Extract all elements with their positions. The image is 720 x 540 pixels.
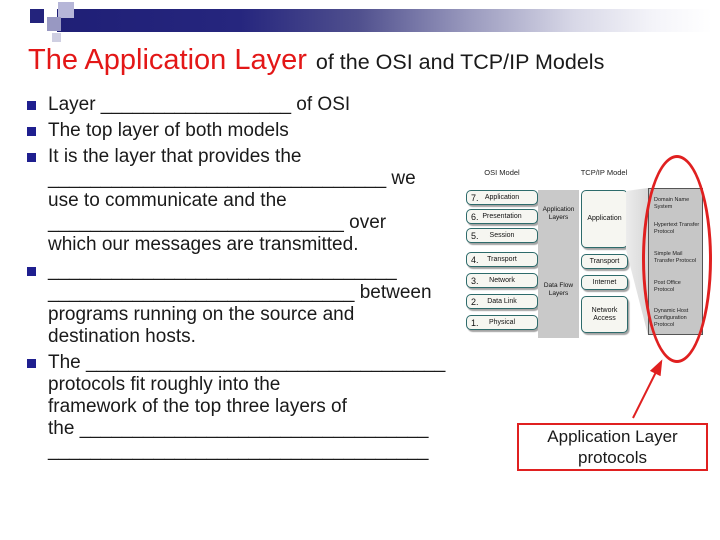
bullet-item-1: Layer __________________ of OSI	[27, 94, 463, 116]
osi-layer-physical: 1. Physical	[466, 315, 538, 330]
bullet-line: It is the layer that provides the	[48, 146, 302, 167]
bullet-line: destination hosts.	[48, 326, 196, 347]
bullet-square-icon	[27, 101, 36, 110]
callout-line-2: protocols	[578, 448, 647, 467]
layer-name: Network	[489, 277, 515, 284]
bullet-line: programs running on the source and	[48, 304, 355, 325]
layer-groups-column: Application Layers Data Flow Layers	[538, 190, 579, 338]
layer-name: Session	[489, 232, 515, 239]
application-layer-protocols-callout: Application Layer protocols	[517, 423, 708, 471]
bullet-line: Layer __________________ of OSI	[48, 94, 351, 115]
bullet-line: the _________________________________	[48, 418, 429, 439]
bullet-line: framework of the top three layers of	[48, 396, 347, 417]
bullet-item-2: The top layer of both models	[27, 120, 463, 142]
bullet-line: which our messages are transmitted.	[48, 234, 359, 255]
bullet-item-5: The __________________________________ p…	[27, 352, 463, 462]
tcpip-layer-internet: Internet	[581, 275, 628, 290]
bullet-square-icon	[27, 267, 36, 276]
osi-layer-application: 7. Application	[466, 190, 538, 205]
callout-line-1: Application Layer	[547, 427, 678, 446]
bullet-line: _________________________________	[48, 260, 397, 281]
layer-name: Physical	[488, 319, 516, 326]
layer-number: 4.	[471, 254, 479, 265]
layer-number: 5.	[471, 230, 479, 241]
layer-name: Transport	[487, 256, 517, 263]
bullet-line: protocols fit roughly into the	[48, 374, 281, 395]
bullet-list: Layer __________________ of OSI The top …	[27, 94, 463, 466]
bullet-line: ____________________________________	[48, 440, 429, 461]
bullet-square-icon	[27, 127, 36, 136]
osi-model-label: OSI Model	[484, 168, 520, 177]
layer-number: 7.	[471, 192, 479, 203]
slide-title: The Application Layer of the OSI and TCP…	[28, 44, 604, 77]
layer-number: 2.	[471, 296, 479, 307]
osi-layer-network: 3. Network	[466, 273, 538, 288]
data-flow-layers-group-label: Data Flow Layers	[543, 282, 574, 297]
layer-number: 3.	[471, 275, 479, 286]
osi-layer-presentation: 6. Presentation	[466, 209, 538, 224]
bullet-line: _____________________________ between	[48, 282, 432, 303]
layer-name: Presentation	[482, 213, 522, 220]
osi-layer-transport: 4. Transport	[466, 252, 538, 267]
tcpip-layer-application: Application	[581, 190, 628, 248]
title-main: The Application Layer	[28, 44, 307, 76]
bullet-item-3: It is the layer that provides the ______…	[27, 146, 463, 256]
callout-arrow-icon	[632, 359, 663, 419]
layer-name: Data Link	[487, 298, 517, 305]
header-gradient-bar	[57, 9, 712, 32]
tcpip-layer-transport: Transport	[581, 254, 628, 269]
title-subtitle: of the OSI and TCP/IP Models	[315, 50, 605, 74]
decor-square-gray-icon	[47, 17, 61, 31]
osi-layer-datalink: 2. Data Link	[466, 294, 538, 309]
bullet-line: ________________________________ we	[48, 168, 416, 189]
tcpip-model-label: TCP/IP Model	[580, 168, 628, 177]
osi-layer-session: 5. Session	[466, 228, 538, 243]
decor-square-navy-icon	[30, 9, 44, 23]
bullet-line: The __________________________________	[48, 352, 446, 373]
highlight-ellipse	[642, 155, 712, 363]
bullet-line: The top layer of both models	[48, 120, 289, 141]
bullet-item-4: _________________________________ ______…	[27, 260, 463, 348]
bullet-line: ____________________________ over	[48, 212, 387, 233]
bullet-square-icon	[27, 153, 36, 162]
decor-square-pale-icon	[52, 33, 61, 42]
layer-number: 6.	[471, 211, 479, 222]
layer-name: Application	[484, 194, 520, 201]
decor-square-lavender-icon	[58, 2, 74, 18]
tcpip-layer-network-access: Network Access	[581, 296, 628, 333]
application-layers-group-label: Application Layers	[542, 206, 575, 221]
bullet-line: use to communicate and the	[48, 190, 287, 211]
bullet-square-icon	[27, 359, 36, 368]
layer-number: 1.	[471, 317, 479, 328]
